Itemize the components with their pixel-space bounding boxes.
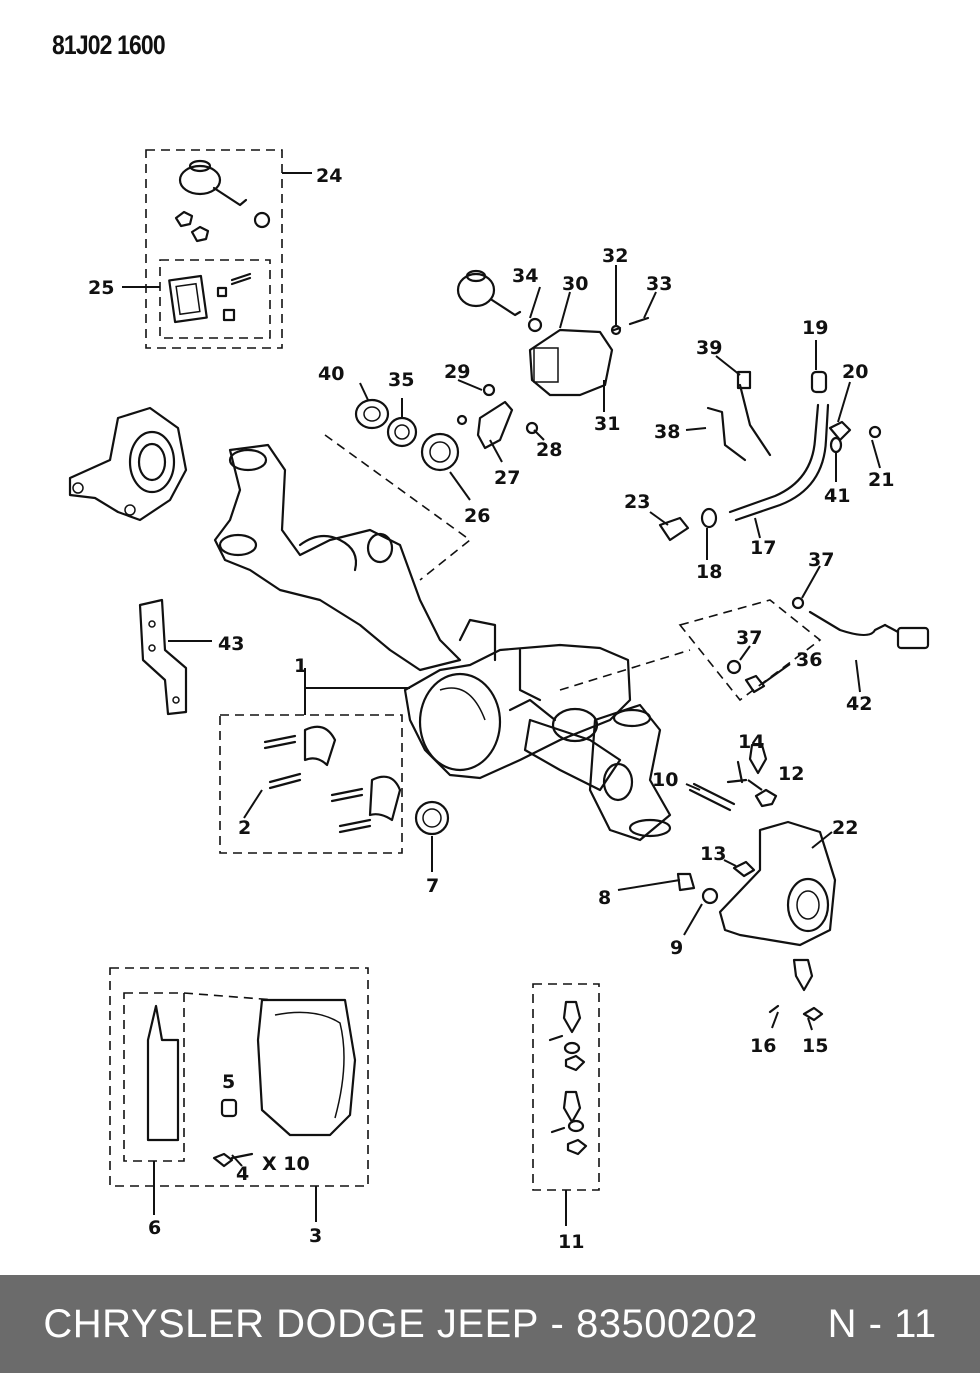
callout-1: 1 (294, 655, 307, 677)
footer-gap (758, 1302, 828, 1347)
callout-3: 3 (309, 1225, 322, 1247)
axle-housing (213, 443, 672, 842)
callout-31: 31 (594, 413, 620, 435)
callout-24: 24 (316, 165, 342, 187)
callout-40: 40 (318, 363, 344, 385)
callout-21: 21 (868, 469, 894, 491)
callout-32: 32 (602, 245, 628, 267)
callout-37-lower: 37 (736, 627, 762, 649)
callout-41: 41 (824, 485, 850, 507)
callout-14: 14 (738, 731, 764, 753)
parts-27-29 (456, 383, 539, 450)
callout-27: 27 (494, 467, 520, 489)
callout-4: 4 (236, 1163, 249, 1185)
footer-part-number: 83500202 (575, 1301, 758, 1346)
footer-separator: - (538, 1301, 576, 1346)
callout-25: 25 (88, 277, 114, 299)
kit-box-24-25 (145, 149, 283, 349)
callout-10: 10 (652, 769, 678, 791)
callout-38: 38 (654, 421, 680, 443)
callouts: 1 2 3 4 5 6 7 8 9 10 11 12 13 14 15 16 1… (88, 165, 894, 1253)
footer-bar: CHRYSLER DODGE JEEP - 83500202 N - 11 (0, 1275, 980, 1373)
callout-13: 13 (700, 843, 726, 865)
callout-7: 7 (426, 875, 439, 897)
callout-22: 22 (832, 817, 858, 839)
seal-7 (414, 800, 450, 836)
hoses-17-39 (658, 370, 882, 542)
callout-28: 28 (536, 439, 562, 461)
callout-42: 42 (846, 693, 872, 715)
callout-35: 35 (388, 369, 414, 391)
bearing-caps-group-1 (219, 714, 403, 854)
footer-page: N - 11 (827, 1301, 937, 1346)
callout-20: 20 (842, 361, 868, 383)
callout-36: 36 (796, 649, 822, 671)
footer-brand: CHRYSLER DODGE JEEP (43, 1301, 539, 1346)
callout-18: 18 (696, 561, 722, 583)
callout-39: 39 (696, 337, 722, 359)
callout-43: 43 (218, 633, 244, 655)
callout-23: 23 (624, 491, 650, 513)
callout-37-upper: 37 (808, 549, 834, 571)
diagram-code: 81J02 1600 (52, 30, 166, 60)
sensor-36-37-42 (726, 596, 930, 694)
callout-15: 15 (802, 1035, 828, 1057)
callout-29: 29 (444, 361, 470, 383)
front-axle-exploded-diagram: 1 2 3 4 5 6 7 8 9 10 11 12 13 14 15 16 1… (68, 149, 930, 1253)
callout-16: 16 (750, 1035, 776, 1057)
callout-26: 26 (464, 505, 490, 527)
callout-8: 8 (598, 887, 611, 909)
seals-40-35-26 (354, 398, 460, 472)
callout-17: 17 (750, 537, 776, 559)
parts-8-14 (676, 743, 837, 1022)
callout-19: 19 (802, 317, 828, 339)
callout-6: 6 (148, 1217, 161, 1239)
kit-group-11 (532, 983, 600, 1191)
callout-33: 33 (646, 273, 672, 295)
callout-9: 9 (670, 937, 683, 959)
cover-kit-group-3 (109, 967, 369, 1187)
steering-knuckle-left (68, 406, 188, 522)
callout-12: 12 (778, 763, 804, 785)
callout-2: 2 (238, 817, 251, 839)
parts-30-34 (456, 269, 650, 397)
callout-34: 34 (512, 265, 538, 287)
callout-x10: X 10 (262, 1153, 310, 1175)
bracket-43 (138, 598, 188, 716)
callout-5: 5 (222, 1071, 235, 1093)
callout-30: 30 (562, 273, 588, 295)
callout-11: 11 (558, 1231, 584, 1253)
